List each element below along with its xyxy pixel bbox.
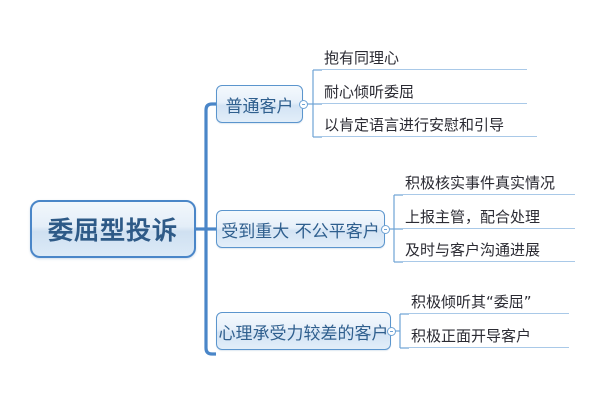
leaf-node-3-2[interactable]: 积极正面开导客户 [409, 324, 569, 348]
leaf-node-1-2[interactable]: 耐心倾听委屈 [322, 80, 527, 104]
branch-node-1-label: 普通客户 [225, 96, 294, 117]
branch-node-3[interactable]: 心理承受力较差的客户 [216, 312, 391, 350]
collapse-toggle-branch-2[interactable] [381, 225, 390, 234]
collapse-toggle-branch-3[interactable] [387, 327, 396, 336]
root-node[interactable]: 委屈型投诉 [30, 200, 196, 258]
leaf-node-2-1-label: 积极核实事件真实情况 [405, 174, 556, 192]
leaf-node-1-3[interactable]: 以肯定语言进行安慰和引导 [322, 113, 537, 137]
leaf-node-2-3-label: 及时与客户沟通进展 [405, 241, 541, 259]
root-node-label: 委屈型投诉 [47, 216, 178, 245]
leaf-node-2-3[interactable]: 及时与客户沟通进展 [403, 238, 575, 262]
leaf-node-2-2-label: 上报主管，配合处理 [405, 208, 541, 226]
branch-node-3-label: 心理承受力较差的客户 [218, 323, 389, 344]
leaf-node-1-2-label: 耐心倾听委屈 [324, 83, 415, 101]
leaf-node-2-1[interactable]: 积极核实事件真实情况 [403, 171, 575, 195]
edge-root-to-branch-1 [204, 102, 216, 111]
leaf-node-3-2-label: 积极正面开导客户 [411, 327, 532, 345]
branch-node-2-label: 受到重大 不公平客户 [221, 221, 380, 242]
leaf-node-3-1[interactable]: 积极倾听其“委屈” [409, 290, 569, 314]
leaf-node-1-1[interactable]: 抱有同理心 [322, 46, 527, 70]
branch-node-1[interactable]: 普通客户 [216, 85, 303, 123]
leaf-node-1-1-label: 抱有同理心 [324, 49, 400, 67]
edge-root-to-branch-3 [204, 347, 216, 356]
leaf-node-3-1-label: 积极倾听其“委屈” [411, 293, 532, 311]
leaf-node-2-2[interactable]: 上报主管，配合处理 [403, 205, 575, 229]
collapse-toggle-branch-1[interactable] [299, 100, 308, 109]
branch-node-2[interactable]: 受到重大 不公平客户 [216, 210, 385, 248]
leaf-node-1-3-label: 以肯定语言进行安慰和引导 [324, 116, 505, 134]
